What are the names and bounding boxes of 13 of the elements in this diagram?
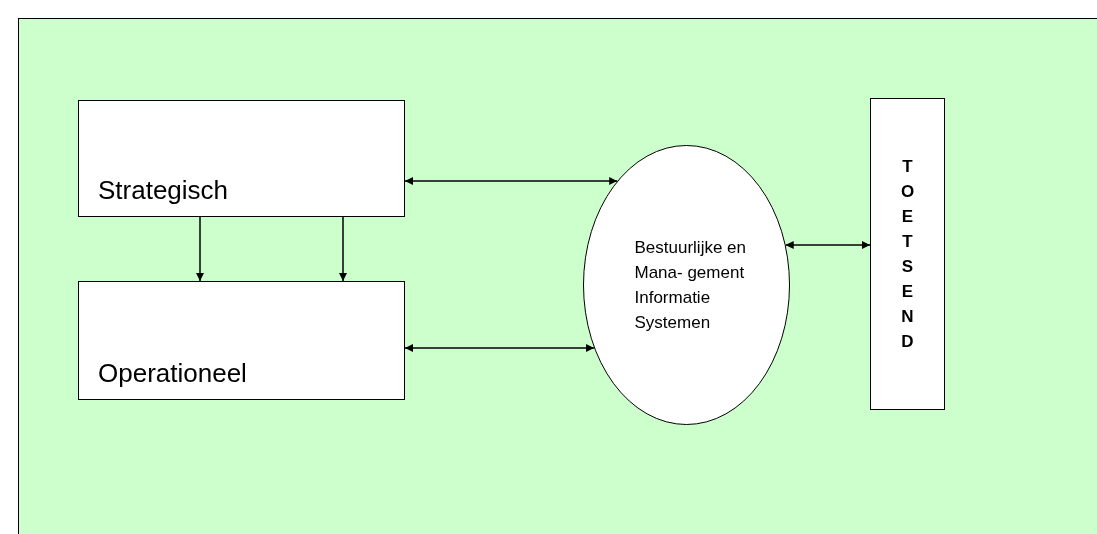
vertical-box [870, 98, 945, 410]
node-label: TOETSEND [899, 156, 916, 353]
arrow [404, 344, 595, 352]
node-label: Bestuurlijke en Mana- gement Informatie Systemen [634, 237, 747, 334]
process-box [78, 281, 405, 400]
process-box [78, 100, 405, 217]
arrow [196, 216, 204, 282]
arrow [339, 216, 347, 282]
arrow [404, 177, 618, 185]
node-label: Strategisch [98, 175, 229, 206]
process-ellipse [583, 145, 790, 425]
arrow [784, 241, 871, 249]
node-label: Operationeel [98, 358, 247, 389]
